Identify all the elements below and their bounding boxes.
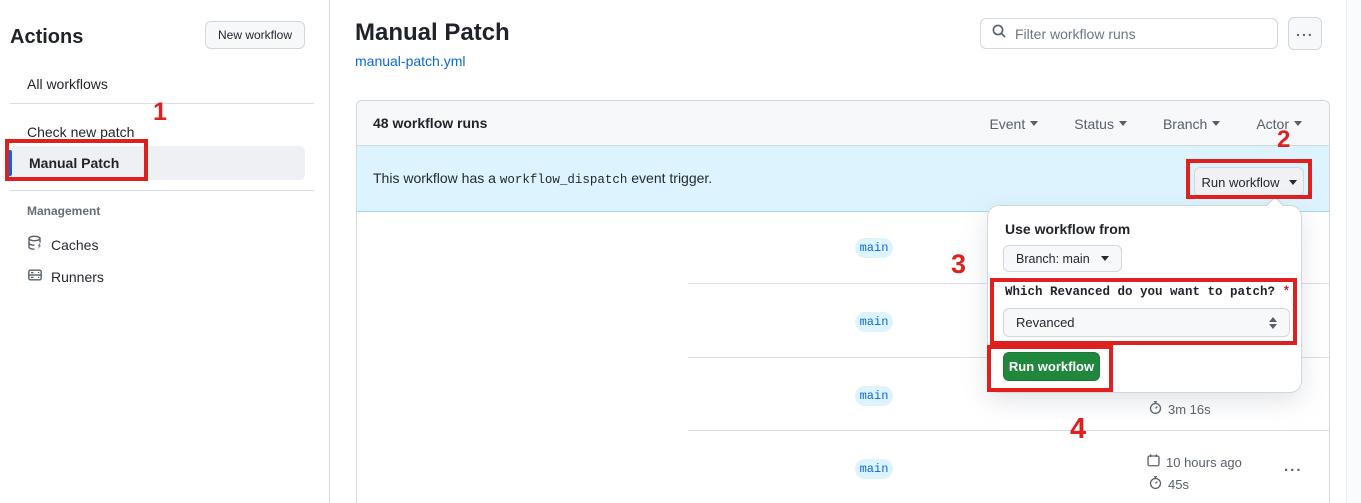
cache-database-icon <box>27 235 43 254</box>
chevron-down-icon <box>1212 121 1221 126</box>
banner-text-before: This workflow has a <box>373 170 496 186</box>
run-duration-text: 45s <box>1168 476 1189 492</box>
required-asterisk: * <box>1282 285 1291 299</box>
run-duration: 45s <box>1148 475 1189 493</box>
filter-runs-input[interactable] <box>1015 25 1267 42</box>
select-updown-icon <box>1269 316 1277 329</box>
popup-caret <box>1267 198 1283 206</box>
chevron-down-icon <box>1030 121 1039 126</box>
run-workflow-dropdown-label: Run workflow <box>1201 174 1280 190</box>
filter-actor-label: Actor <box>1256 115 1289 132</box>
sidebar-item-manual-patch[interactable] <box>8 146 305 180</box>
branch-badge[interactable]: main <box>855 459 893 479</box>
new-workflow-button[interactable]: New workflow <box>205 21 306 49</box>
run-duration-text: 3m 16s <box>1168 401 1211 417</box>
filter-event-dropdown[interactable]: Event <box>989 115 1039 132</box>
calendar-icon <box>1146 453 1161 471</box>
revanced-select-value: Revanced <box>1016 315 1075 330</box>
chevron-down-icon <box>1100 256 1109 261</box>
run-workflow-submit-button[interactable]: Run workflow <box>1003 352 1100 381</box>
banner-code: workflow_dispatch <box>499 173 628 187</box>
run-options-button[interactable]: ... <box>1284 458 1303 475</box>
filter-branch-label: Branch <box>1162 115 1208 132</box>
chevron-down-icon <box>1294 121 1302 126</box>
runs-filters: Event Status Branch Actor <box>989 101 1302 146</box>
revanced-select[interactable]: Revanced <box>1003 308 1290 337</box>
chevron-down-icon <box>1288 179 1297 185</box>
search-icon <box>991 23 1007 44</box>
stopwatch-icon <box>1148 400 1163 418</box>
sidebar-item-check-new-patch[interactable]: Check new patch <box>27 124 135 140</box>
chevron-down-icon <box>1118 121 1127 126</box>
sidebar-divider <box>10 103 314 104</box>
sidebar-item-runners-label: Runners <box>51 268 104 285</box>
branch-badge[interactable]: main <box>855 238 893 258</box>
branch-selector-button[interactable]: Branch: main <box>1003 245 1122 272</box>
branch-selector-label: Branch: main <box>1016 251 1090 266</box>
run-duration: 3m 16s <box>1148 400 1211 418</box>
filter-runs-searchbox[interactable] <box>980 18 1278 49</box>
branch-badge[interactable]: main <box>855 312 893 332</box>
workflow-dispatch-banner: This workflow has a workflow_dispatch ev… <box>357 146 1329 212</box>
kebab-horizontal-icon: ... <box>1296 22 1314 39</box>
scrollbar-track[interactable] <box>1346 0 1361 503</box>
runner-server-icon <box>27 267 43 286</box>
workflow-file-link[interactable]: manual-patch.yml <box>355 53 466 69</box>
selected-accent-bar <box>8 150 12 176</box>
sidebar-item-caches[interactable]: Caches <box>27 235 98 254</box>
sidebar-item-manual-patch-label: Manual Patch <box>29 155 120 171</box>
row-divider <box>688 430 1330 431</box>
run-workflow-dropdown-button[interactable]: Run workflow <box>1194 167 1304 197</box>
filter-branch-dropdown[interactable]: Branch <box>1162 115 1221 132</box>
sidebar-item-all-workflows[interactable]: All workflows <box>27 76 108 92</box>
branch-badge[interactable]: main <box>855 386 893 406</box>
input-question-label: Which Revanced do you want to patch? * <box>1005 285 1290 299</box>
page-title: Manual Patch <box>355 19 510 46</box>
popup-title: Use workflow from <box>1005 221 1131 237</box>
filter-event-label: Event <box>989 115 1026 132</box>
run-date: 10 hours ago <box>1146 453 1242 471</box>
sidebar-item-caches-label: Caches <box>51 236 99 253</box>
filter-status-label: Status <box>1074 115 1114 132</box>
management-section-label: Management <box>27 204 101 218</box>
filter-status-dropdown[interactable]: Status <box>1074 116 1127 132</box>
banner-text-after: event trigger. <box>631 170 713 186</box>
actions-sidebar: Actions New workflow All workflows Check… <box>0 0 330 503</box>
sidebar-title: Actions <box>10 26 84 48</box>
filter-actor-dropdown[interactable]: Actor <box>1256 116 1302 132</box>
question-text: Which Revanced do you want to patch? <box>1005 285 1276 299</box>
runs-count: 48 workflow runs <box>373 115 488 131</box>
stopwatch-icon <box>1148 475 1163 493</box>
run-date-text: 10 hours ago <box>1166 454 1242 470</box>
runs-panel-header: 48 workflow runs Event Status Branch Act… <box>357 101 1329 146</box>
workflow-options-button[interactable]: ... <box>1288 17 1322 50</box>
banner-text: This workflow has a workflow_dispatch ev… <box>373 170 712 187</box>
sidebar-divider <box>10 190 314 191</box>
sidebar-item-runners[interactable]: Runners <box>27 267 104 286</box>
